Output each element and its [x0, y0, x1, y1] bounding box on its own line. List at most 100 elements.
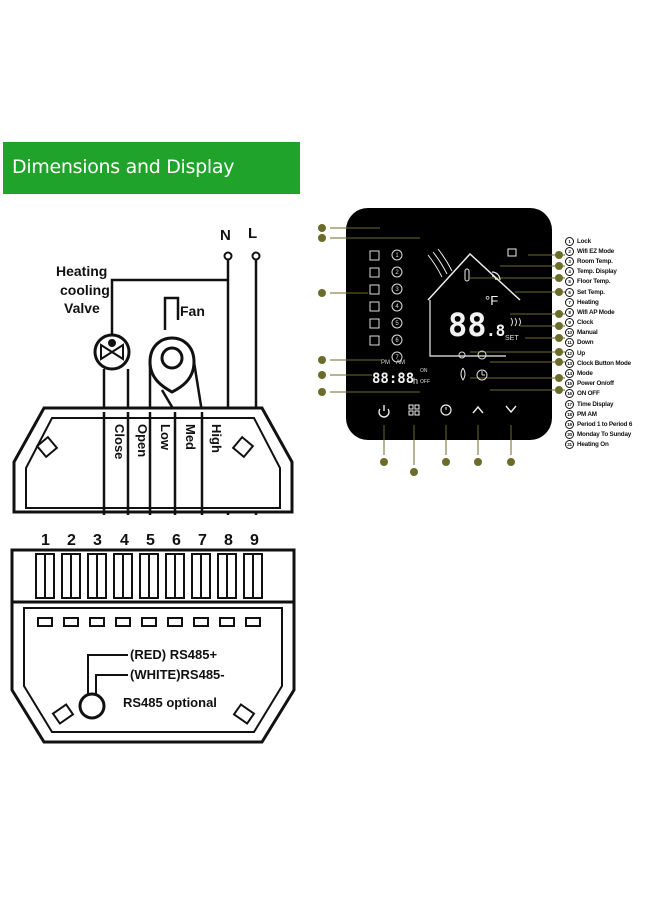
terminal-screws [35, 553, 263, 599]
legend-label: Heating On [577, 441, 609, 449]
terminal-2: 2 [67, 532, 76, 549]
legend-number: 5 [565, 277, 574, 287]
down-button[interactable] [505, 405, 517, 414]
legend-number: 4 [565, 267, 574, 277]
rs485-white: (WHITE)RS485- [130, 667, 225, 682]
rs485-red: (RED) RS485+ [130, 647, 217, 662]
power-icon [378, 408, 390, 418]
legend-number: 13 [565, 358, 574, 368]
terminal-7: 7 [198, 532, 207, 549]
clock-button[interactable] [440, 404, 452, 416]
legend-label: Wifi EZ Mode [577, 247, 615, 255]
terminal-numbers: 1 2 3 4 5 6 7 8 9 [41, 532, 259, 549]
legend-number: 14 [565, 369, 574, 379]
legend-label: Clock [577, 319, 594, 327]
terminal-4: 4 [120, 532, 129, 549]
label-l: L [248, 225, 257, 242]
legend-number: 8 [565, 307, 574, 317]
legend-number: 17 [565, 399, 574, 409]
legend-label: Floor Temp. [577, 278, 611, 286]
legend-label: Time Display [577, 400, 614, 408]
legend-number: 19 [565, 419, 574, 429]
up-button[interactable] [472, 405, 484, 414]
label-n: N [220, 227, 231, 244]
terminal-5: 5 [146, 532, 155, 549]
terminal-1: 1 [41, 532, 50, 549]
legend-label: Manual [577, 329, 598, 337]
legend-number: 10 [565, 328, 574, 338]
mode-button[interactable] [408, 404, 420, 416]
legend-number: 12 [565, 348, 574, 358]
legend-label: Power On/off [577, 380, 614, 388]
relay-high: High [209, 424, 224, 453]
legend-label: Heating [577, 298, 599, 306]
rs485-port [78, 692, 106, 720]
legend-number: 15 [565, 379, 574, 389]
legend-label: Monday To Sunday [577, 431, 632, 439]
clock-icon [440, 404, 452, 416]
legend-label: Period 1 to Period 6 [577, 420, 633, 428]
legend-number: 21 [565, 440, 574, 450]
legend-number: 3 [565, 256, 574, 266]
legend-number: 16 [565, 389, 574, 399]
legend-label: Room Temp. [577, 257, 613, 265]
legend-label: Up [577, 349, 585, 357]
section-title: Dimensions and Display [12, 156, 235, 178]
legend-number: 6 [565, 287, 574, 297]
device-body-upper [12, 406, 294, 514]
legend-number: 20 [565, 430, 574, 440]
legend-label: Down [577, 339, 594, 347]
valve-label: Heating cooling Valve [56, 263, 114, 316]
terminal-6: 6 [172, 532, 181, 549]
chevron-up-icon [472, 405, 484, 414]
legend-label: Set Temp. [577, 288, 605, 296]
legend-label: PM AM [577, 410, 597, 418]
legend-label: Clock Button Mode [577, 359, 631, 367]
legend-number: 2 [565, 246, 574, 256]
relay-low: Low [158, 424, 173, 451]
relay-close: Close [112, 424, 127, 459]
terminal-n-dot [223, 251, 233, 261]
legend-number: 1 [565, 236, 574, 246]
legend-number: 18 [565, 409, 574, 419]
power-button[interactable] [378, 405, 390, 418]
mode-icon [408, 404, 420, 416]
legend-number: 7 [565, 297, 574, 307]
wiring-diagram: N L Heating cooling Valve Fan Close Open… [10, 225, 296, 744]
legend-label: Wifi AP Mode [577, 308, 615, 316]
legend-label: ON OFF [577, 390, 600, 398]
terminal-3: 3 [93, 532, 102, 549]
legend-label: Lock [577, 237, 591, 245]
terminal-l-dot [251, 251, 261, 261]
legend-number: 9 [565, 318, 574, 328]
relay-open: Open [135, 424, 150, 457]
terminal-8: 8 [224, 532, 233, 549]
legend-number: 11 [565, 338, 574, 348]
chevron-down-icon [505, 405, 517, 414]
fan-label: Fan [180, 303, 205, 319]
terminal-9: 9 [250, 532, 259, 549]
